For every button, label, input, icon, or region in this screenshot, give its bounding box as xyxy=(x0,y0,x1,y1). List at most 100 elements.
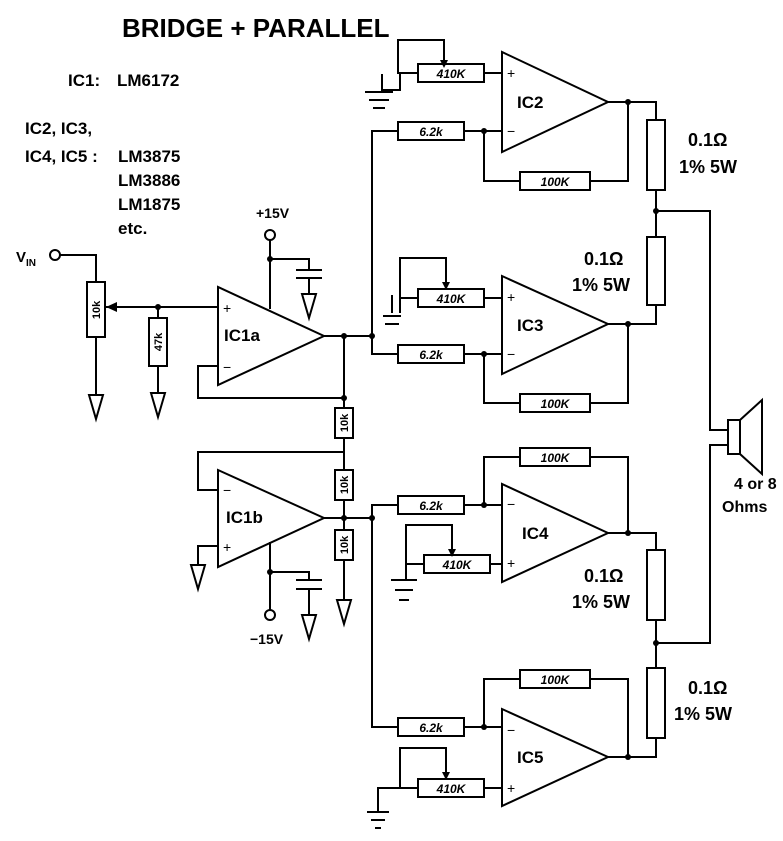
ground-icon xyxy=(87,394,105,423)
ic1b-label: IC1b xyxy=(226,508,263,527)
ic1a-feedback-wire xyxy=(197,335,345,399)
ic2-resistor-410k-value: 410K xyxy=(436,67,467,81)
opamp-ic3 xyxy=(501,274,611,376)
junction-dot xyxy=(369,333,375,339)
upper-bus-wire xyxy=(343,130,399,355)
positive-supply-wire xyxy=(269,239,310,309)
ic4-plus-pin: + xyxy=(507,555,515,571)
input-wires xyxy=(59,254,219,396)
output-resistor-ic5 xyxy=(646,667,666,739)
ic3-resistor-100k-value: 100K xyxy=(541,397,571,411)
output-resistor-ic2 xyxy=(646,119,666,191)
output-resistor-1-value: 0.1Ω xyxy=(688,130,727,150)
ic3-minus-pin: − xyxy=(507,346,515,362)
lower-bus-wire xyxy=(343,504,399,728)
speaker-wiring xyxy=(655,189,729,669)
positive-supply-terminal xyxy=(264,229,276,241)
opamp-ic4 xyxy=(501,482,611,584)
output-resistor-4-rating: 1% 5W xyxy=(674,704,732,724)
ic4-ic5-label: IC4, IC5 : xyxy=(25,147,98,166)
junction-dot xyxy=(625,321,631,327)
ic2-ic3-label: IC2, IC3, xyxy=(25,119,92,138)
junction-dot xyxy=(155,304,161,310)
ic4-resistor-410k-value: 410K xyxy=(442,558,473,572)
junction-dot xyxy=(481,128,487,134)
ground-icon xyxy=(391,579,417,601)
opamp-ic2 xyxy=(501,50,611,154)
ic5-label: IC5 xyxy=(517,748,543,767)
trimmer-arrow-icon xyxy=(442,772,450,780)
resistor-47k xyxy=(148,317,168,367)
junction-dot xyxy=(481,351,487,357)
resistor-10k-upper xyxy=(334,407,354,439)
output-resistor-ic3 xyxy=(646,236,666,306)
ic5-resistor-410k-value: 410K xyxy=(436,782,467,796)
ground-icon xyxy=(189,564,207,593)
output-resistor-2-rating: 1% 5W xyxy=(572,275,630,295)
ic1a-label: IC1a xyxy=(224,326,260,345)
ic2-plus-pin: + xyxy=(507,65,515,81)
ic4-resistor-100k-value: 100K xyxy=(541,451,571,465)
ic3-label: IC3 xyxy=(517,316,543,335)
input-terminal xyxy=(49,249,61,261)
decoupling-capacitor xyxy=(296,579,322,590)
junction-dot xyxy=(481,502,487,508)
ic1b-feedback-wire xyxy=(197,451,345,566)
ic1-label: IC1: xyxy=(68,71,100,90)
resistor-10k-upper-value: 10k xyxy=(339,413,351,432)
output-resistor-3-value: 0.1Ω xyxy=(584,566,623,586)
ground-icon xyxy=(300,614,318,643)
output-resistor-1-rating: 1% 5W xyxy=(679,157,737,177)
resistor-10k-lower xyxy=(334,529,354,561)
resistor-10k-middle-value: 10k xyxy=(339,475,351,494)
junction-dot xyxy=(267,569,273,575)
vin-label: VIN xyxy=(16,249,36,269)
ic2-resistor-100k-value: 100K xyxy=(541,175,571,189)
ic5-plus-pin: + xyxy=(507,780,515,796)
speaker-icon xyxy=(739,397,763,477)
ground-icon xyxy=(383,315,401,325)
ic1b-minus-pin: − xyxy=(223,482,231,498)
trimmer-arrow-icon xyxy=(440,60,448,68)
ic1a-plus-pin: + xyxy=(223,300,231,316)
junction-dot xyxy=(653,208,659,214)
resistor-10k-lower-value: 10k xyxy=(339,535,351,554)
junction-dot xyxy=(625,754,631,760)
speaker-impedance-line1: 4 or 8 xyxy=(734,476,777,493)
speaker-impedance-line2: Ohms xyxy=(722,499,767,516)
ic5-resistor-6k2-value: 6.2k xyxy=(419,721,444,735)
ic3-resistor-6k2-value: 6.2k xyxy=(419,348,444,362)
output-resistor-3-rating: 1% 5W xyxy=(572,592,630,612)
input-pot-value: 10k xyxy=(91,300,103,319)
ground-icon xyxy=(300,293,318,322)
ic4-minus-pin: − xyxy=(507,496,515,512)
resistor-47k-value: 47k xyxy=(153,332,165,351)
junction-dot xyxy=(267,256,273,262)
output-resistor-ic4 xyxy=(646,549,666,621)
junction-dot xyxy=(625,530,631,536)
ic4-label: IC4 xyxy=(522,524,549,543)
input-pot xyxy=(86,281,106,338)
output-resistor-4-value: 0.1Ω xyxy=(688,678,727,698)
part-lm1875: LM1875 xyxy=(118,195,180,214)
ic3-resistor-410k-value: 410K xyxy=(436,292,467,306)
ic1a-minus-pin: − xyxy=(223,359,231,375)
ic4-resistor-6k2-value: 6.2k xyxy=(419,499,444,513)
trimmer-arrow-icon xyxy=(442,282,450,290)
ic2-resistor-6k2-value: 6.2k xyxy=(419,125,444,139)
ic5-minus-pin: − xyxy=(507,722,515,738)
negative-supply-label: −15V xyxy=(250,631,284,647)
junction-dot xyxy=(625,99,631,105)
part-lm3875: LM3875 xyxy=(118,147,180,166)
output-resistor-2-value: 0.1Ω xyxy=(584,249,623,269)
junction-dot xyxy=(369,515,375,521)
decoupling-capacitor xyxy=(296,269,322,279)
negative-supply-wire xyxy=(269,542,310,616)
positive-supply-label: +15V xyxy=(256,205,290,221)
junction-dot xyxy=(341,395,347,401)
pot-wiper-arrow-icon xyxy=(106,302,117,312)
part-etc: etc. xyxy=(118,219,147,238)
opamp-ic1a xyxy=(217,285,327,387)
ic2-label: IC2 xyxy=(517,93,543,112)
